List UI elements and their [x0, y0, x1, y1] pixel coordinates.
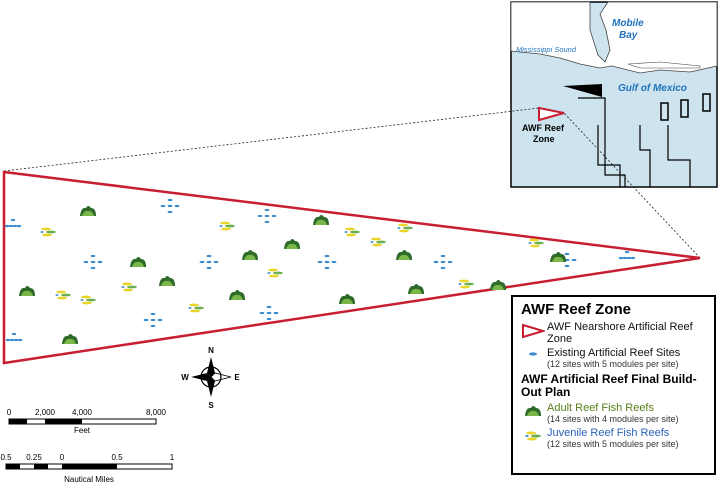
adult-reef-site	[62, 334, 78, 344]
adult-reef-site	[19, 286, 35, 296]
existing-reef-icon	[529, 352, 537, 356]
existing-reef-site	[143, 312, 163, 328]
inset-land	[510, 1, 718, 74]
legend-zone-label: AWF Nearshore Artificial Reef Zone	[547, 321, 693, 345]
existing-reef-site	[257, 208, 277, 224]
inset-label-gulf: Gulf of Mexico	[618, 83, 687, 94]
legend-juvenile-label: Juvenile Reef Fish Reefs	[547, 427, 670, 439]
legend-row-adult: Adult Reef Fish Reefs (14 sites with 4 m…	[519, 402, 708, 425]
existing-reef-site	[5, 332, 23, 342]
compass-n: N	[208, 346, 214, 355]
reef-zone-boundary	[2, 170, 701, 365]
existing-reef-site	[4, 218, 22, 228]
svg-text:1: 1	[170, 453, 175, 462]
existing-reef-site	[160, 198, 180, 214]
existing-reef-site	[83, 254, 103, 270]
adult-reef-icon	[525, 406, 541, 416]
compass-e: E	[234, 373, 240, 382]
adult-reef-site	[159, 276, 175, 286]
adult-reef-site	[229, 290, 245, 300]
existing-reef-site	[433, 254, 453, 270]
adult-reef-site	[339, 294, 355, 304]
existing-reef-site	[259, 305, 279, 321]
svg-text:4,000: 4,000	[72, 408, 93, 417]
compass-s: S	[208, 401, 214, 410]
juvenile-reef-site	[267, 268, 283, 278]
compass-rose: N S E W	[181, 346, 240, 410]
scale-bar-feet: 0 2,000 4,000 8,000 Feet	[7, 408, 167, 435]
adult-reef-site	[242, 250, 258, 260]
adult-reef-site	[284, 239, 300, 249]
juvenile-reef-site	[40, 227, 56, 237]
juvenile-reef-site	[397, 223, 413, 233]
compass-w: W	[181, 373, 189, 382]
inset-zone-marker	[538, 106, 565, 122]
adult-reef-site	[130, 257, 146, 267]
inset-label-mississippi-sound: Mississippi Sound	[516, 45, 577, 54]
legend-title: AWF Reef Zone	[521, 301, 632, 318]
svg-text:0.25: 0.25	[26, 453, 42, 462]
adult-reef-site	[313, 215, 329, 225]
juvenile-reef-site	[528, 238, 544, 248]
legend-adult-note: (14 sites with 4 modules per site)	[547, 414, 679, 424]
adult-reef-site	[550, 252, 566, 262]
juvenile-reef-site	[219, 221, 235, 231]
juvenile-reef-site	[344, 227, 360, 237]
zone-triangle-icon	[522, 323, 545, 339]
juvenile-reef-site	[188, 303, 204, 313]
juvenile-reef-icon	[525, 431, 541, 441]
existing-reef-site	[618, 250, 636, 260]
juvenile-reef-site	[80, 295, 96, 305]
svg-text:8,000: 8,000	[146, 408, 167, 417]
juvenile-reef-site	[55, 290, 71, 300]
legend-adult-label: Adult Reef Fish Reefs	[547, 402, 654, 414]
juvenile-reef-site	[121, 282, 137, 292]
inset-map: Mobile Bay Mississippi Sound Gulf of Mex…	[510, 1, 718, 188]
adult-reef-site	[490, 280, 506, 290]
svg-text:0.5: 0.5	[0, 453, 12, 462]
legend-row-juvenile: Juvenile Reef Fish Reefs (12 sites with …	[519, 427, 708, 450]
juvenile-reef-site	[370, 237, 386, 247]
legend-plan-title: AWF Artificial Reef Final Build-Out Plan	[521, 372, 697, 399]
adult-reef-site	[408, 284, 424, 294]
legend-existing-note: (12 sites with 5 modules per site)	[547, 359, 679, 369]
inset-label-zone: AWF Reef Zone	[522, 123, 567, 144]
connector-line	[563, 112, 701, 259]
svg-text:2,000: 2,000	[35, 408, 56, 417]
existing-reef-site	[199, 254, 219, 270]
adult-reef-site	[396, 250, 412, 260]
svg-text:Feet: Feet	[74, 426, 91, 435]
svg-text:0: 0	[7, 408, 12, 417]
inset-island	[627, 61, 701, 69]
legend: AWF Reef Zone AWF Nearshore Artificial R…	[511, 295, 716, 475]
juvenile-reef-site	[458, 279, 474, 289]
reef-sites	[4, 198, 636, 344]
legend-juvenile-note: (12 sites with 5 modules per site)	[547, 439, 679, 449]
legend-row-zone: AWF Nearshore Artificial Reef Zone	[519, 321, 708, 345]
svg-text:Nautical Miles: Nautical Miles	[64, 475, 114, 484]
scale-bar-nautical-miles: 0.5 0.25 0 0.5 1 Nautical Miles	[0, 453, 174, 484]
adult-reef-site	[80, 206, 96, 216]
inset-label-mobile-bay: Mobile Bay	[612, 18, 646, 41]
legend-row-existing: Existing Artificial Reef Sites (12 sites…	[519, 347, 708, 370]
svg-text:0.5: 0.5	[111, 453, 123, 462]
legend-existing-label: Existing Artificial Reef Sites	[547, 347, 681, 359]
svg-text:0: 0	[60, 453, 65, 462]
connector-line	[3, 107, 540, 172]
existing-reef-site	[317, 254, 337, 270]
